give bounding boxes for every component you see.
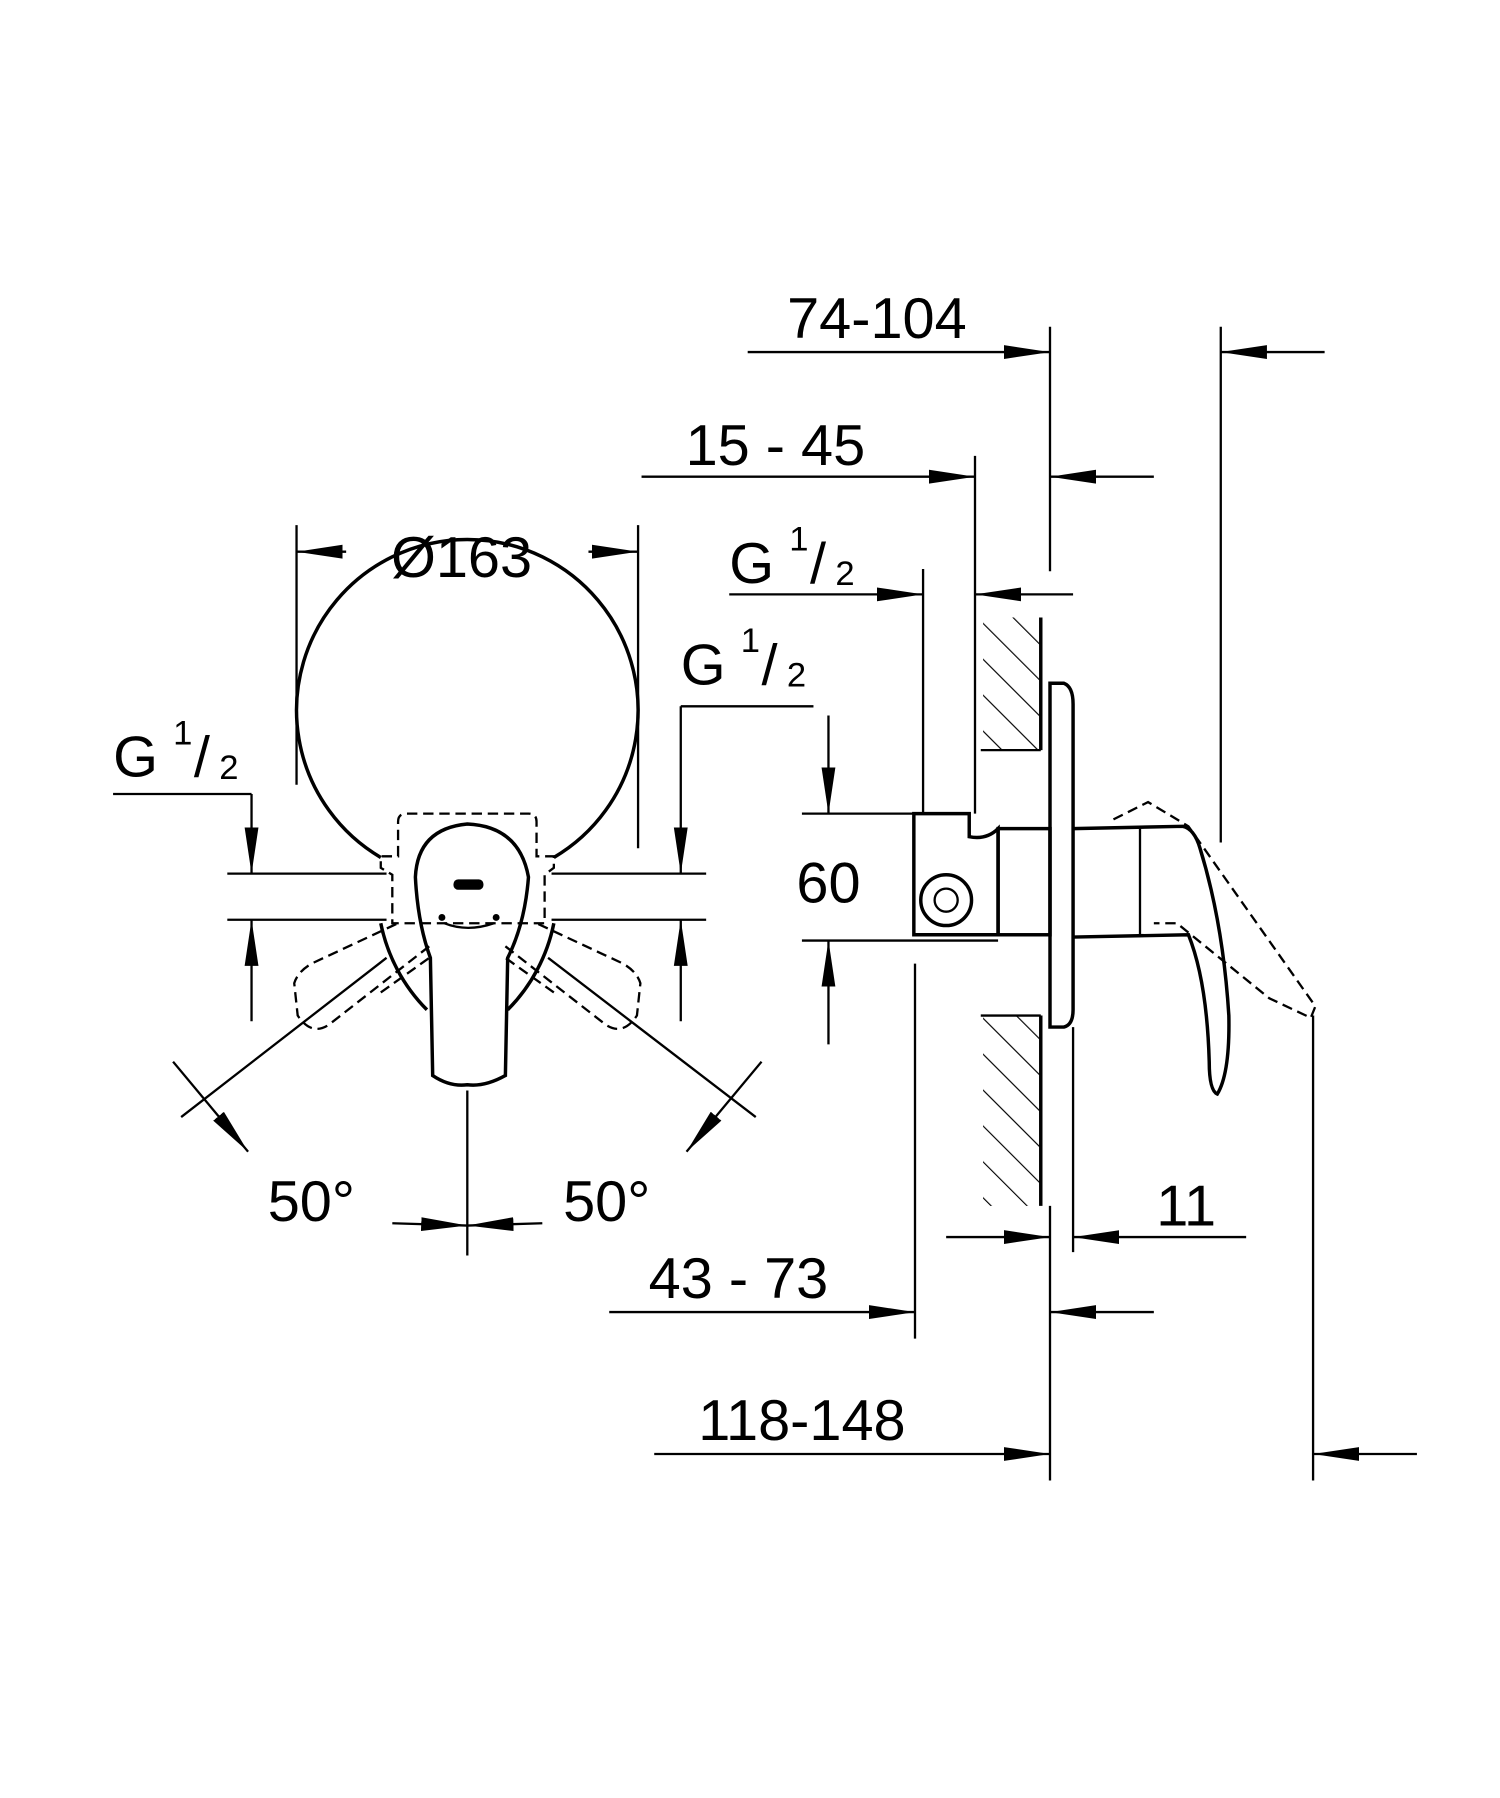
angle-left-label: 50° [268,1170,355,1234]
thread-label-top: G 1 / 2 [729,521,854,596]
handle-front [413,822,531,1087]
handle-side [1073,824,1231,1097]
dim-74-104: 74-104 [787,287,967,351]
svg-text:G: G [113,726,158,790]
svg-text:G: G [681,633,726,697]
escutcheon-plate [294,537,640,1011]
svg-text:1: 1 [173,714,192,752]
valve-port [919,873,974,928]
svg-text:2: 2 [835,555,854,593]
svg-text:1: 1 [741,622,760,660]
front-view: Ø163 G 1 / 2 G 1 / 2 50° [113,525,814,1256]
handle-rotated-left [293,922,430,1031]
dim-11: 11 [1156,1175,1216,1239]
angle-right-label: 50° [563,1170,650,1234]
svg-text:/: / [810,532,827,596]
thread-label-left: G 1 / 2 [113,714,238,789]
svg-text:G: G [729,532,774,596]
dim-60: 60 [796,851,860,915]
svg-text:/: / [194,726,211,790]
wall-hatch-top [983,617,1041,751]
diameter-label: Ø163 [391,526,532,590]
mounting-bracket [379,812,555,925]
thread-label-right: G 1 / 2 [681,622,806,697]
svg-text:2: 2 [787,657,806,695]
handle-side-raised [1112,800,1317,1020]
handle-indicator [453,879,484,890]
handle-rotated-right [504,922,642,1031]
cover-plate-side [1048,681,1075,1029]
dim-15-45: 15 - 45 [686,414,866,478]
svg-text:2: 2 [219,749,238,787]
dim-43-73: 43 - 73 [649,1247,829,1311]
svg-text:/: / [762,633,779,697]
dim-118-148: 118-148 [698,1389,905,1453]
side-view: 74-104 15 - 45 G 1 / 2 60 11 43 - 73 [609,287,1417,1481]
svg-text:1: 1 [789,521,808,559]
wall-hatch-bottom [983,1015,1041,1206]
